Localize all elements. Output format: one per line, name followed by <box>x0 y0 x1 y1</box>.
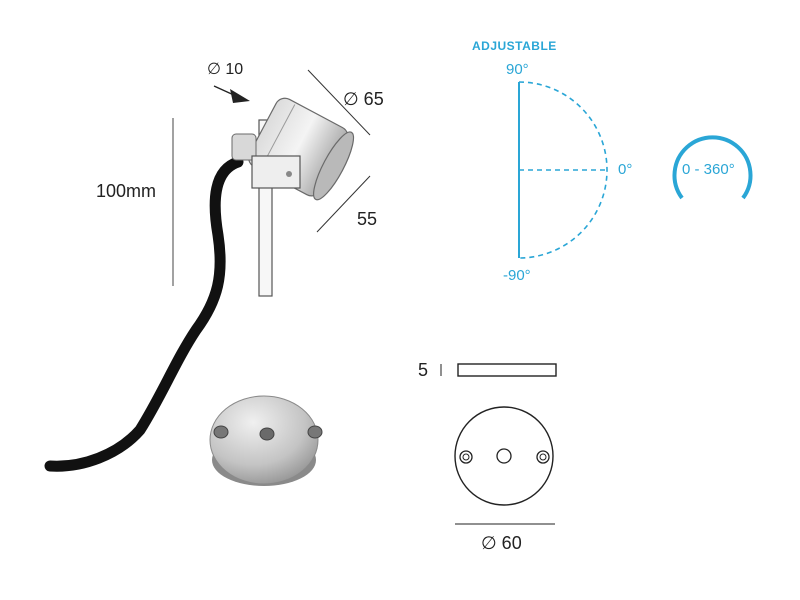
center-hole <box>496 448 512 464</box>
power-cable <box>44 156 244 472</box>
bracket-screw <box>286 171 292 177</box>
angle-middle-label: 0° <box>618 161 633 178</box>
mount-hole-left <box>459 450 473 464</box>
arrow-down-right-icon <box>213 85 250 103</box>
adjustable-title: ADJUSTABLE <box>472 39 557 53</box>
mounting-bracket <box>251 155 301 189</box>
plate-side-view <box>457 363 557 377</box>
mount-hole-right-inner <box>539 453 547 461</box>
spike-length-label: 100mm <box>96 181 157 201</box>
tilt-diagram <box>518 81 608 259</box>
head-diameter-label: ∅ 65 <box>343 89 384 109</box>
rotation-arc <box>672 135 753 200</box>
plate-top-view <box>454 406 554 506</box>
base-plate-drawing <box>440 363 557 525</box>
base-thickness-label: 5 <box>418 360 429 380</box>
spot-lamp-illustration <box>44 97 355 472</box>
angle-top-label: 90° <box>506 61 529 78</box>
mount-hole-right <box>536 450 550 464</box>
head-depth-label: 55 <box>357 209 378 229</box>
base-plate-illustration <box>209 395 323 486</box>
mount-hole-left-inner <box>462 453 470 461</box>
base-diameter-label: ∅ 60 <box>481 533 522 553</box>
tilt-arc <box>518 81 608 259</box>
cable-diameter-label: ∅ 10 <box>207 61 244 78</box>
rotation-range-label: 0 - 360° <box>682 161 735 178</box>
cable-gland <box>231 133 257 161</box>
angle-bottom-label: -90° <box>503 267 531 284</box>
head-dimension-lines <box>307 69 371 233</box>
